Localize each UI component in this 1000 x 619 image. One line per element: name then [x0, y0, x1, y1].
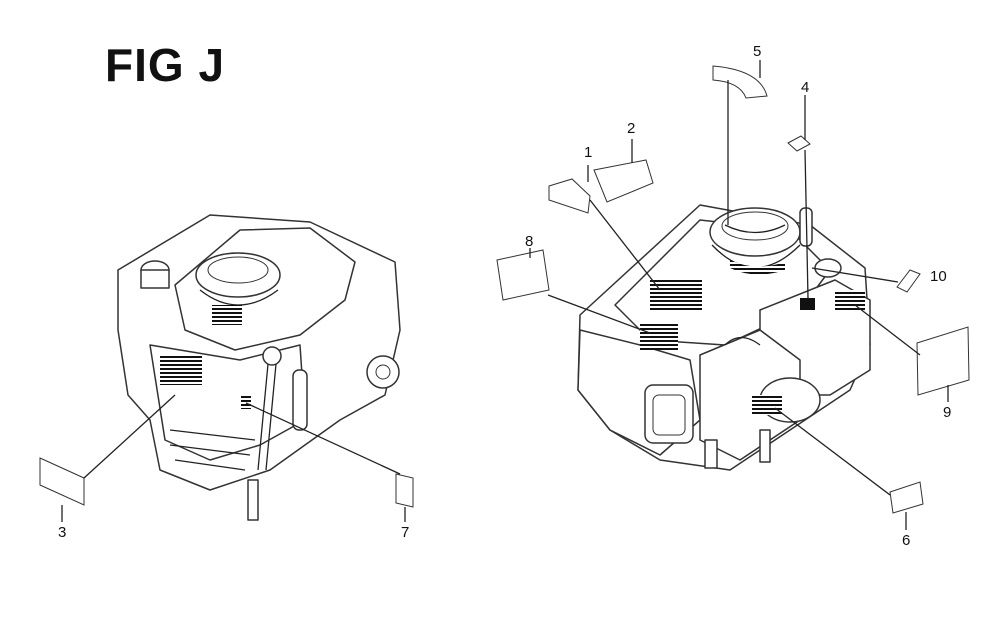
callout-5: 5 [753, 43, 761, 60]
decal-6-location [752, 395, 782, 415]
air-filter-label-area [212, 305, 242, 325]
decal-8 [496, 249, 550, 301]
figure-title: FIG J [105, 39, 226, 91]
callout-4: 4 [801, 79, 809, 96]
decal-5 [712, 65, 768, 99]
callout-6: 6 [902, 532, 910, 549]
decal-1 [548, 178, 591, 214]
callout-1: 1 [584, 144, 592, 161]
air-filter-label-right [730, 260, 785, 275]
decal-6 [889, 481, 924, 514]
decal-3-location [160, 355, 202, 385]
callout-10: 10 [930, 268, 947, 285]
callout-8: 8 [525, 233, 533, 250]
callout-2: 2 [627, 120, 635, 137]
right-engine-illustration [577, 204, 871, 471]
decal-7 [395, 473, 414, 508]
decal-2 [593, 159, 654, 203]
decal-4 [787, 135, 811, 152]
decal-3 [39, 457, 85, 506]
decal-1-location [650, 280, 702, 310]
decal-4-location [800, 298, 815, 310]
decal-8-location [640, 322, 678, 350]
decal-10 [896, 269, 921, 293]
callout-7: 7 [401, 524, 409, 541]
callout-3: 3 [58, 524, 66, 541]
decal-7-location [241, 395, 251, 409]
decal-9 [916, 326, 970, 396]
left-engine-illustration [117, 214, 401, 521]
callout-9: 9 [943, 404, 951, 421]
